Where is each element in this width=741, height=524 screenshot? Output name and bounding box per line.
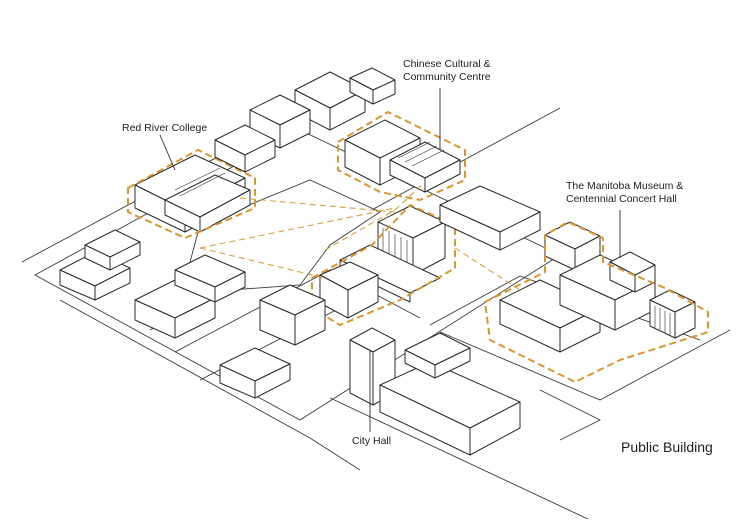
label-manitoba-museum-line1: The Manitoba Museum & [566,180,683,192]
leader-red-river [160,135,175,170]
chinese-centre-buildings [345,120,460,192]
label-chinese-centre-line2: Community Centre [403,71,491,83]
label-manitoba-museum-line2: Centennial Concert Hall [566,193,677,205]
manitoba-museum-buildings [500,222,695,352]
label-city-hall: City Hall [352,435,391,447]
label-red-river-college: Red River College [122,122,207,134]
south-central-buildings [220,285,325,398]
legend-public-building: Public Building [621,439,713,455]
label-chinese-centre-line1: Chinese Cultural & [403,58,491,70]
south-block-edge [540,390,600,440]
connection-central-museum [455,248,520,290]
